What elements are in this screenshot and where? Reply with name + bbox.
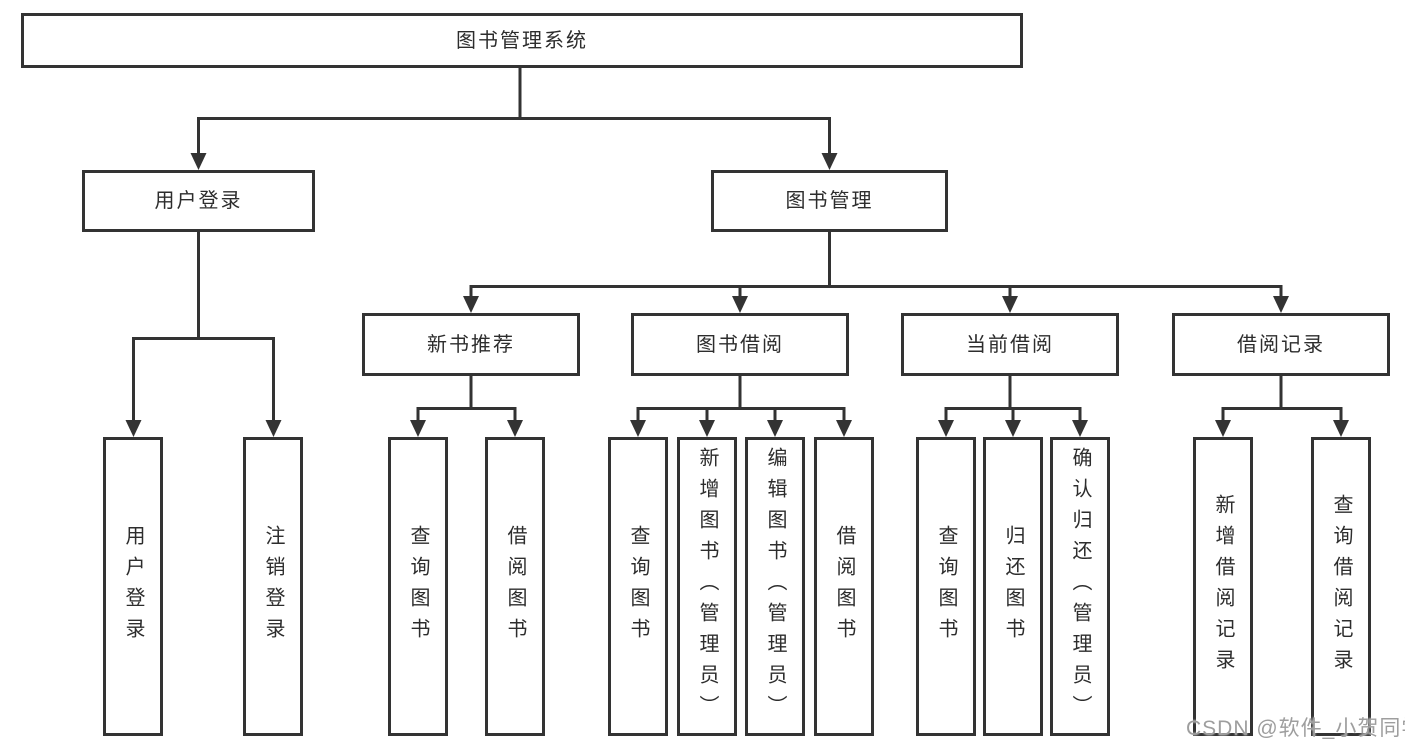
node-label: 查询图书 (407, 524, 429, 649)
node-label: 借阅记录 (1237, 333, 1325, 356)
arrowhead-icon (767, 420, 783, 437)
node-leaf-add-book-admin: 新增图书（管理员） (677, 437, 737, 736)
node-leaf-query-book-2: 查询图书 (608, 437, 668, 736)
arrowhead-icon (1333, 420, 1349, 437)
arrowhead-icon (1273, 296, 1289, 313)
arrowhead-icon (1005, 420, 1021, 437)
node-label: 注销登录 (262, 524, 284, 649)
arrowhead-icon (1072, 420, 1088, 437)
connector-borrow-record-branch (1215, 376, 1349, 437)
node-label: 查询图书 (935, 524, 957, 649)
connector-book-mgmt-branch (463, 232, 1289, 313)
csdn-watermark: CSDN @软件_小贺同学 (1186, 717, 1405, 740)
arrowhead-icon (410, 420, 426, 437)
arrowhead-icon (938, 420, 954, 437)
node-leaf-borrow-book-2: 借阅图书 (814, 437, 874, 736)
arrowhead-icon (699, 420, 715, 437)
connector-new-book-branch (410, 376, 523, 437)
node-user-login: 用户登录 (82, 170, 315, 232)
node-label: 用户登录 (154, 190, 243, 212)
node-leaf-query-book-3: 查询图书 (916, 437, 976, 736)
node-label: 借阅图书 (504, 524, 526, 649)
node-leaf-confirm-return-admin: 确认归还（管理员） (1050, 437, 1110, 736)
node-label: 归还图书 (1002, 524, 1024, 649)
connector-current-borrow-branch (938, 376, 1088, 437)
node-label: 确认归还（管理员） (1069, 447, 1091, 726)
node-label: 当前借阅 (966, 333, 1054, 356)
node-label: 图书管理系统 (456, 29, 588, 52)
arrowhead-icon (463, 296, 479, 313)
arrowhead-icon (821, 153, 838, 170)
node-label: 查询图书 (627, 524, 649, 649)
node-leaf-return-book: 归还图书 (983, 437, 1043, 736)
node-label: 用户登录 (122, 524, 144, 649)
node-leaf-user-login: 用户登录 (103, 437, 163, 736)
node-leaf-logout: 注销登录 (243, 437, 303, 736)
node-leaf-query-borrow-record: 查询借阅记录 (1311, 437, 1371, 736)
node-leaf-borrow-book-1: 借阅图书 (485, 437, 545, 736)
arrowhead-icon (265, 420, 282, 437)
node-label: 编辑图书（管理员） (764, 447, 786, 726)
node-label: 借阅图书 (833, 524, 855, 649)
node-leaf-add-borrow-record: 新增借阅记录 (1193, 437, 1253, 736)
node-book-borrow: 图书借阅 (631, 313, 849, 376)
node-label: 新书推荐 (427, 333, 515, 356)
arrowhead-icon (836, 420, 852, 437)
node-label: 新增借阅记录 (1212, 493, 1234, 680)
arrowhead-icon (507, 420, 523, 437)
node-borrow-record: 借阅记录 (1172, 313, 1390, 376)
node-label: 图书管理 (785, 190, 874, 212)
node-label: 新增图书（管理员） (696, 447, 718, 726)
arrowhead-icon (1215, 420, 1231, 437)
arrowhead-icon (1002, 296, 1018, 313)
node-current-borrow: 当前借阅 (901, 313, 1119, 376)
connector-user-login-branch (125, 232, 282, 437)
node-leaf-edit-book-admin: 编辑图书（管理员） (745, 437, 805, 736)
node-leaf-query-book-1: 查询图书 (388, 437, 448, 736)
arrowhead-icon (190, 153, 207, 170)
connector-book-borrow-branch (630, 376, 852, 437)
arrowhead-icon (732, 296, 748, 313)
connector-root-to-level2 (190, 68, 838, 170)
arrowhead-icon (630, 420, 646, 437)
node-new-book-recommend: 新书推荐 (362, 313, 580, 376)
node-label: 图书借阅 (696, 333, 784, 356)
node-root-system: 图书管理系统 (21, 13, 1023, 68)
node-book-management: 图书管理 (711, 170, 948, 232)
arrowhead-icon (125, 420, 142, 437)
node-label: 查询借阅记录 (1330, 493, 1352, 680)
